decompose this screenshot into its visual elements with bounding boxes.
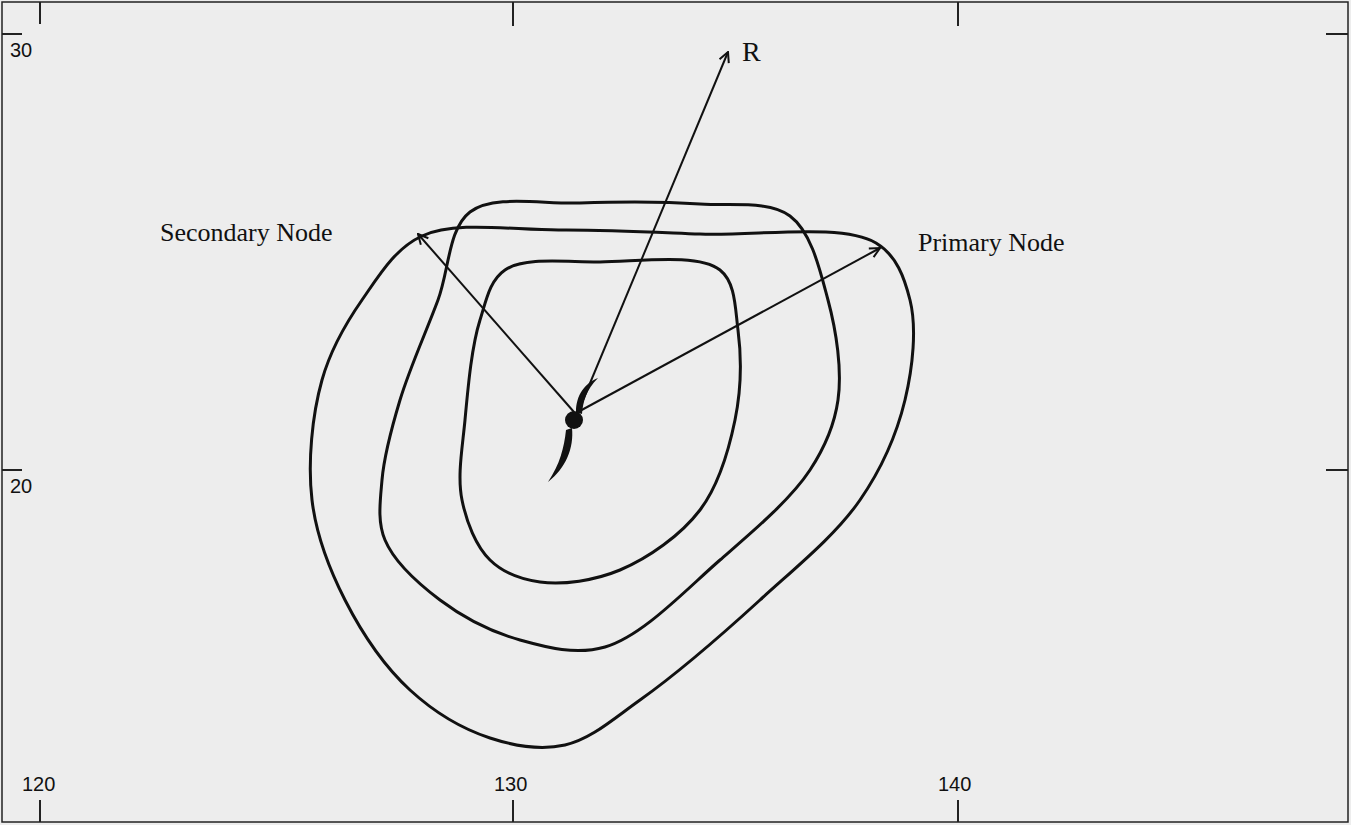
latitude-label: 30	[10, 40, 32, 60]
radius-arrow	[578, 248, 880, 412]
wind-contour	[460, 259, 740, 583]
wind-contours	[310, 201, 913, 747]
node-label: Primary Node	[918, 230, 1065, 256]
node-label: Secondary Node	[160, 220, 333, 246]
longitude-label: 130	[494, 774, 527, 794]
wind-contour	[310, 227, 913, 747]
latitude-label: 20	[10, 476, 32, 496]
radius-arrow	[578, 52, 728, 412]
radius-arrow	[418, 234, 574, 412]
storm-symbol	[548, 378, 598, 482]
radius-label: R	[742, 38, 761, 66]
wind-contour	[380, 201, 840, 650]
radius-arrows	[418, 52, 880, 412]
longitude-label: 140	[938, 774, 971, 794]
longitude-label: 120	[22, 774, 55, 794]
